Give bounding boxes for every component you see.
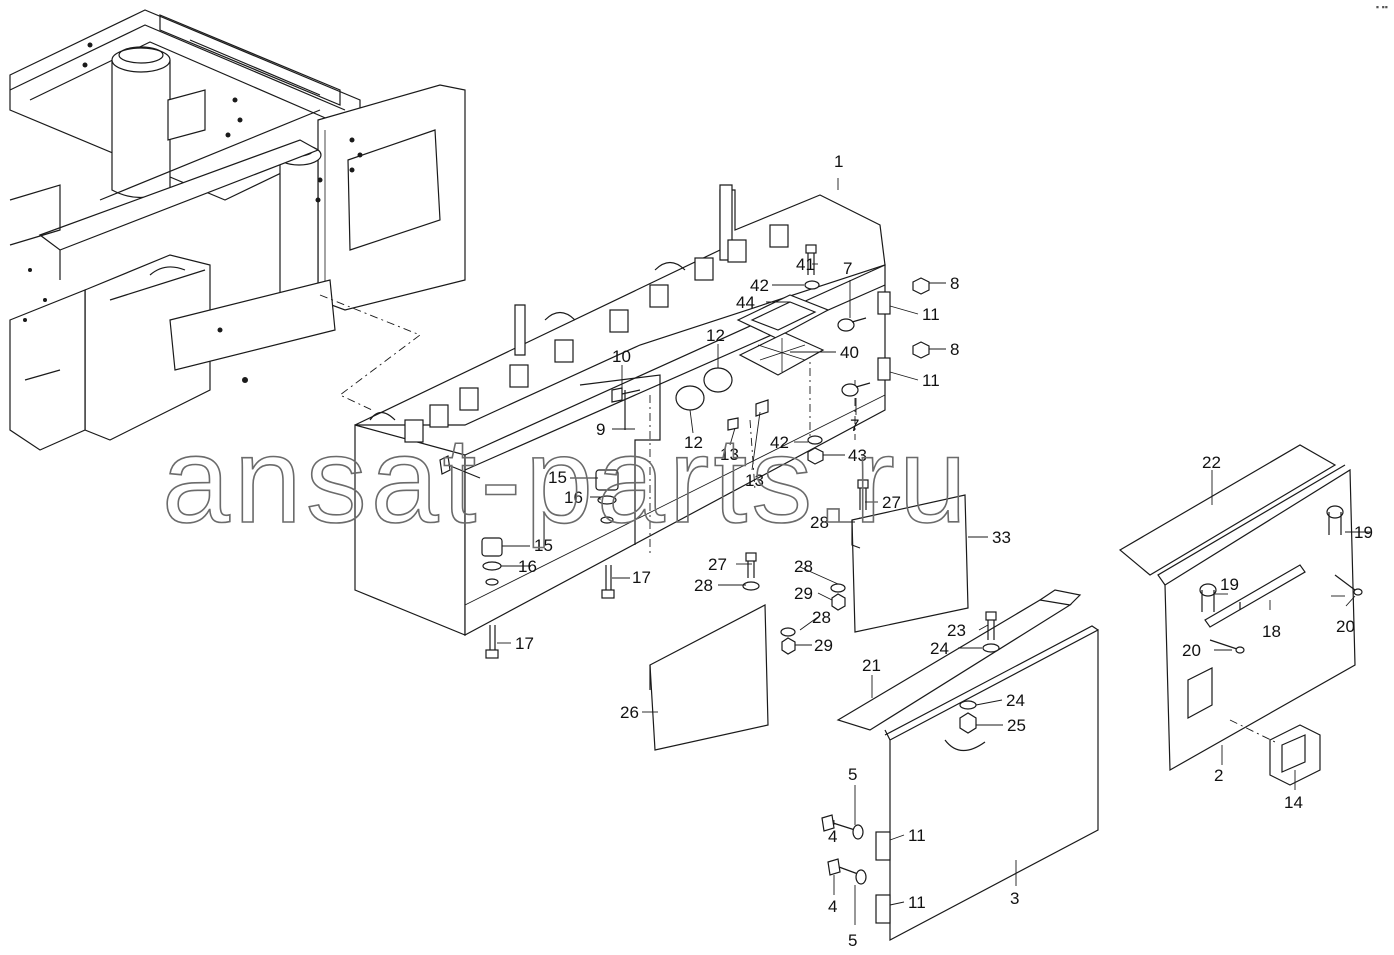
callout-12a: 12	[706, 326, 725, 345]
callout-27a: 27	[882, 493, 901, 512]
callout-28c: 28	[794, 557, 813, 576]
callout-11d: 11	[908, 893, 926, 912]
callout-11b: 11	[922, 371, 940, 390]
callout-8a: 8	[950, 274, 959, 293]
callout-5b: 5	[848, 931, 857, 950]
callout-4b: 4	[828, 897, 837, 916]
callout-9: 9	[596, 420, 605, 439]
callout-8b: 8	[950, 340, 959, 359]
callout-24b: 24	[1006, 691, 1025, 710]
callout-33: 33	[992, 528, 1011, 547]
leader-lines	[497, 178, 1370, 925]
callout-15a: 15	[548, 468, 567, 487]
callout-28b: 28	[694, 576, 713, 595]
callout-5a: 5	[848, 765, 857, 784]
callout-42a: 42	[750, 276, 769, 295]
callout-labels: 1 2 3 4 4 5 5 7 7 8 8 9 10 11 11 11 11 1…	[515, 152, 1373, 950]
corner-mark: ▪ ▪▪	[1375, 2, 1388, 12]
callout-19a: 19	[1354, 523, 1373, 542]
callout-16a: 16	[564, 488, 583, 507]
callout-23: 23	[947, 621, 966, 640]
callout-17a: 17	[632, 568, 651, 587]
callout-16b: 16	[518, 557, 537, 576]
callout-43: 43	[848, 446, 867, 465]
callout-25: 25	[1007, 716, 1026, 735]
callout-17b: 17	[515, 634, 534, 653]
callout-29a: 29	[794, 584, 813, 603]
callout-1: 1	[834, 152, 843, 171]
callout-40: 40	[840, 343, 859, 362]
callout-26: 26	[620, 703, 639, 722]
callout-19b: 19	[1220, 575, 1239, 594]
callout-11a: 11	[922, 305, 940, 324]
callout-4a: 4	[828, 827, 837, 846]
callout-7b: 7	[850, 416, 859, 435]
callout-7a: 7	[843, 259, 852, 278]
callout-2: 2	[1214, 766, 1223, 785]
callout-20a: 20	[1336, 617, 1355, 636]
panels	[649, 444, 1363, 941]
callout-24a: 24	[930, 639, 949, 658]
callout-22: 22	[1202, 453, 1221, 472]
callout-20b: 20	[1182, 641, 1201, 660]
callout-21: 21	[862, 656, 881, 675]
callout-15b: 15	[534, 536, 553, 555]
callout-13a: 13	[720, 445, 739, 464]
callout-18: 18	[1262, 622, 1281, 641]
callout-11c: 11	[908, 826, 926, 845]
callout-13b: 13	[745, 471, 764, 490]
machine-frame	[9, 9, 466, 451]
callout-28a: 28	[810, 513, 829, 532]
callout-29b: 29	[814, 636, 833, 655]
callout-44: 44	[736, 293, 755, 312]
callout-12b: 12	[684, 433, 703, 452]
callout-10: 10	[612, 347, 631, 366]
callout-41: 41	[796, 255, 815, 274]
callout-27b: 27	[708, 555, 727, 574]
callout-3: 3	[1010, 889, 1019, 908]
callout-28d: 28	[812, 608, 831, 627]
callout-14: 14	[1284, 793, 1303, 812]
callout-42b: 42	[770, 433, 789, 452]
watermark-text: ansat-parts.ru	[162, 412, 971, 548]
